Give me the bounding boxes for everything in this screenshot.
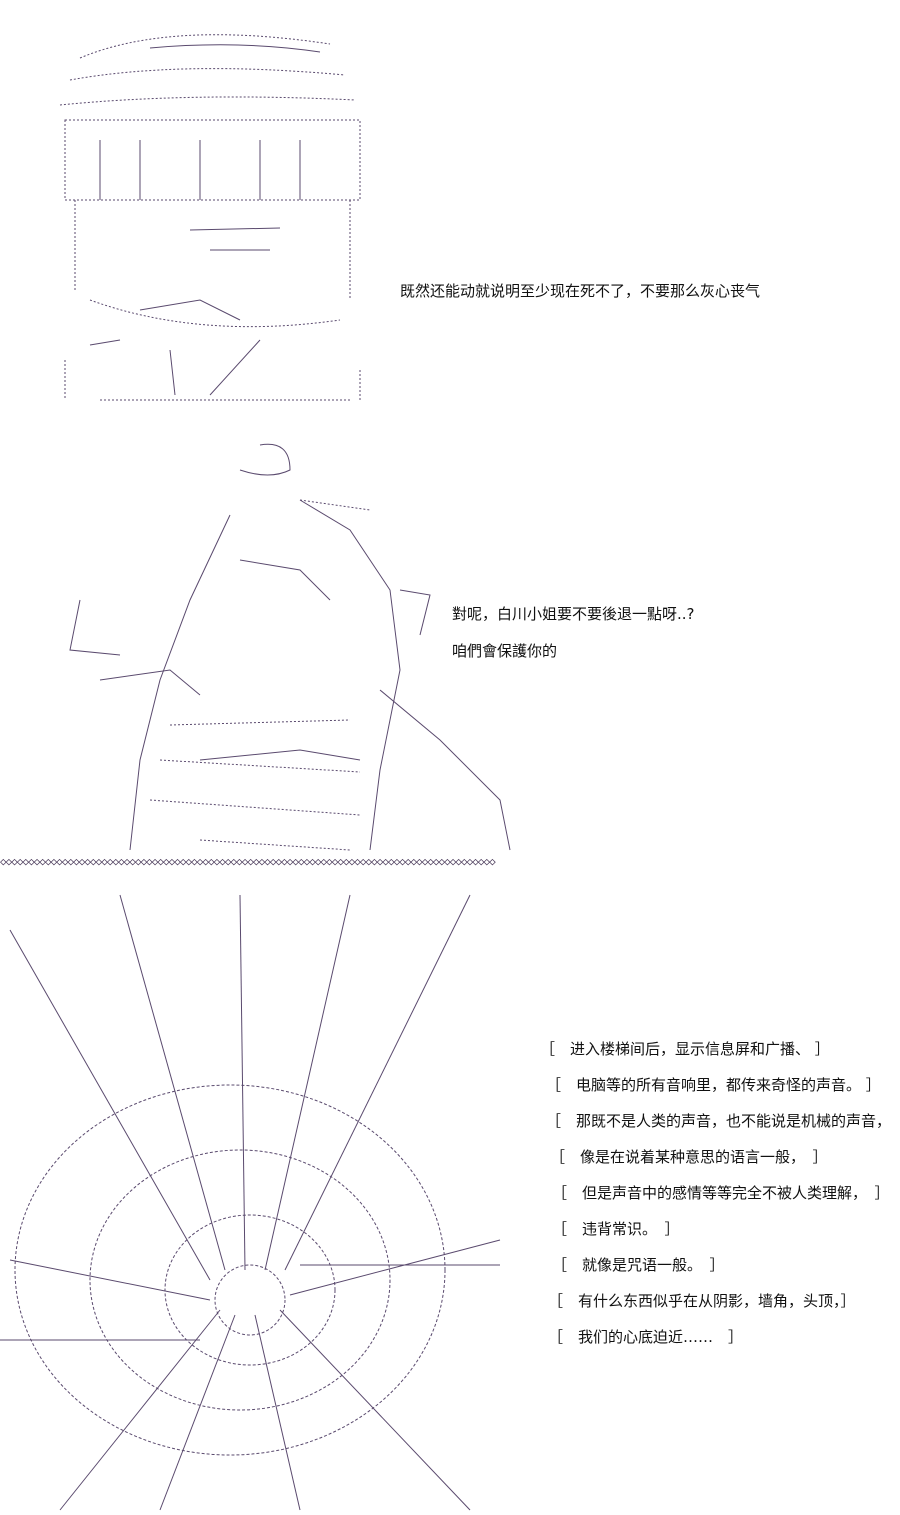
girl-ahoge-ascii-art [69,443,511,851]
narration-line-4: ［ 像是在说着某种意思的语言一般， ］ [550,1148,828,1166]
narration-line-8: ［ 有什么东西似乎在从阴影，墙角，头顶，］ [548,1292,856,1310]
dialogue-line: 既然还能动就说明至少现在死不了，不要那么灰心丧气 [400,282,761,300]
dialogue-line-1: 對呢，白川小姐要不要後退一點呀..? [452,605,695,623]
narration-line-7: ［ 就像是咒语一般。 ］ [552,1256,725,1274]
panel-1: 既然还能动就说明至少现在死不了，不要那么灰心丧气 [0,0,900,420]
panel-3: ［ 进入楼梯间后，显示信息屏和广播、 ］ ［ 电脑等的所有音响里，都传来奇怪的声… [0,870,900,1515]
narration-line-6: ［ 违背常识。 ］ [552,1220,680,1238]
section-divider: ◇◇◇◇◇◇◇◇◇◇◇◇◇◇◇◇◇◇◇◇◇◇◇◇◇◇◇◇◇◇◇◇◇◇◇◇◇◇◇◇… [0,856,496,868]
dialogue-line-2: 咱們會保護你的 [452,642,558,660]
narration-line-3: ［ 那既不是人类的声音，也不能说是机械的声音， [546,1112,892,1130]
narration-line-9: ［ 我们的心底迫近…… ］ [548,1328,744,1346]
girl-with-hat-ascii-art [59,34,361,401]
narration-line-5: ［ 但是声音中的感情等等完全不被人类理解， ］ [552,1184,890,1202]
panel-2: 對呢，白川小姐要不要後退一點呀..? 咱們會保護你的 [0,420,900,860]
radiating-spiral-ascii-art [0,894,501,1511]
narration-line-2: ［ 电脑等的所有音响里，都传来奇怪的声音。 ］ [546,1076,881,1094]
narration-line-1: ［ 进入楼梯间后，显示信息屏和广播、 ］ [540,1040,830,1058]
